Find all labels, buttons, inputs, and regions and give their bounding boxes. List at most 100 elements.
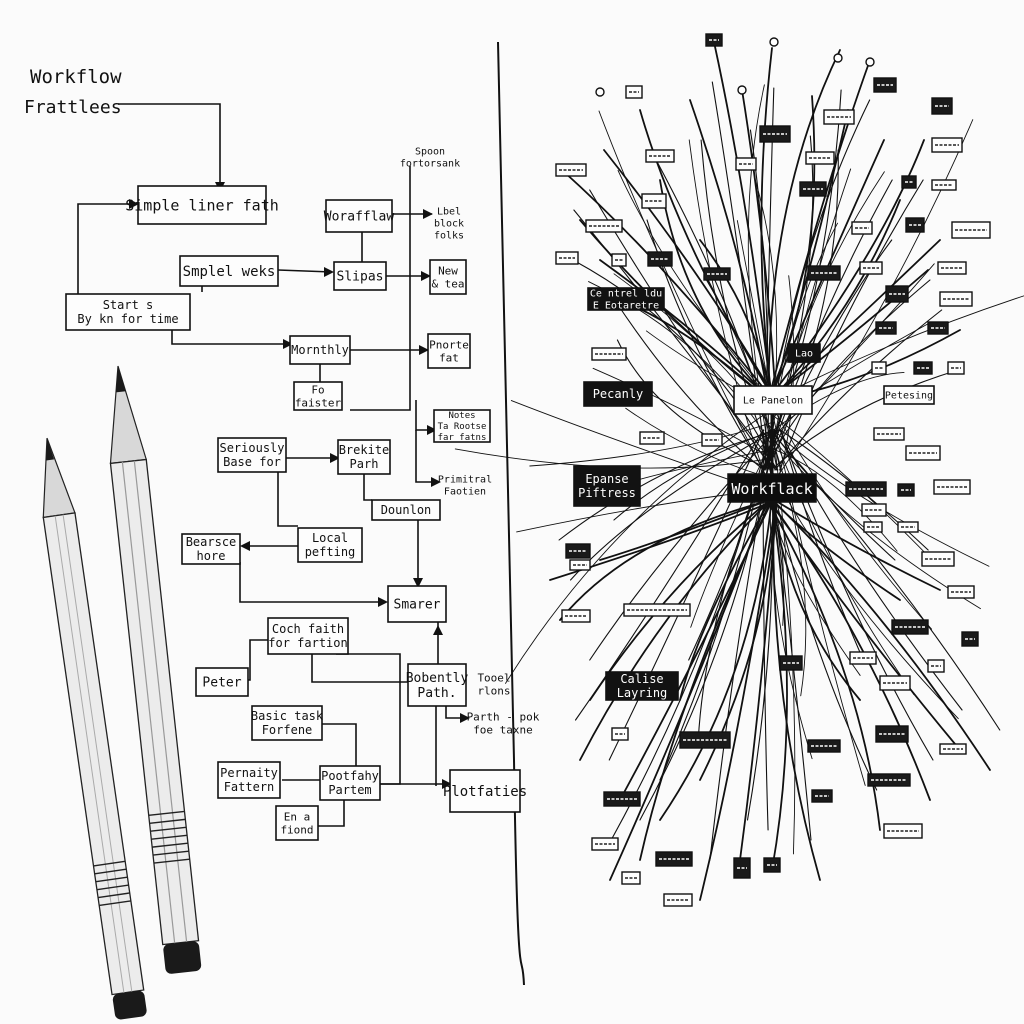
tree-leaf-box <box>947 361 965 375</box>
tree-leaf-box <box>873 427 905 441</box>
tree-branch <box>579 499 772 761</box>
tree-leaf-box <box>905 217 925 233</box>
tree-branch <box>767 149 839 471</box>
left-node-label: Fattern <box>224 780 275 794</box>
tree-branch <box>529 422 773 467</box>
left-node-label: fortorsank <box>400 159 460 170</box>
tree-branch <box>454 448 773 469</box>
tree-branch <box>599 259 772 401</box>
tree-branch <box>688 139 773 496</box>
tree-leaf-box <box>591 347 627 361</box>
left-node-label: Basic task <box>251 709 324 723</box>
left-node-monthly: Mornthly <box>289 335 351 365</box>
left-node-label: Pernaity <box>220 766 278 780</box>
tree-leaf-box <box>555 251 579 265</box>
tree-leaf-box <box>885 285 909 303</box>
tree-branch <box>613 429 775 521</box>
tree-branch <box>766 499 881 831</box>
tree-branch <box>764 279 931 471</box>
tree-leaf-box <box>823 109 855 125</box>
left-node-label: for fartion <box>268 636 347 650</box>
left-node-workflow: Worafflaw <box>324 199 394 233</box>
left-node-label: Spoon <box>415 147 445 158</box>
tree-leaf-box <box>875 321 897 335</box>
tree-branch <box>625 407 773 480</box>
left-node-label: Peter <box>202 676 241 691</box>
tree-node-label: Layring <box>617 686 668 700</box>
left-node-label: By kn for time <box>77 312 178 326</box>
left-node-platfaties: Plotfaties <box>443 769 527 813</box>
tree-branch <box>599 499 771 561</box>
tree-leaf-box <box>879 675 911 691</box>
left-node-label: Parth - pok <box>467 710 540 723</box>
left-node-simple-linear-path: Simple liner fath <box>125 185 279 225</box>
left-node-label: fiond <box>280 823 313 836</box>
tree-branch <box>573 209 779 471</box>
tree-leaf-box <box>961 631 979 647</box>
left-node-label: Smarer <box>394 598 441 613</box>
left-node-label: Forfene <box>262 723 313 737</box>
tree-branch <box>771 371 905 432</box>
tree-branch <box>659 179 772 401</box>
tree-branch <box>768 499 931 801</box>
tree-leaf-box <box>625 85 643 99</box>
left-node-label: Mornthly <box>291 343 349 357</box>
tree-branch <box>771 430 915 696</box>
tree-leaf-box <box>645 149 675 163</box>
tree-leaf-box <box>611 253 627 267</box>
tree-branch <box>616 339 773 471</box>
left-node-label: far fatns <box>438 433 487 443</box>
tree-leaf-box <box>807 739 841 753</box>
tree-leaf-box <box>647 251 673 267</box>
tree-leaf-box <box>807 265 841 281</box>
tree-branch <box>771 437 981 610</box>
left-node-new-tea: New& tea <box>429 259 467 295</box>
tree-tip <box>865 57 875 67</box>
tree-tip <box>595 87 605 97</box>
left-node-peter: Peter <box>195 667 249 697</box>
left-node-label: En a <box>284 810 311 823</box>
tree-branch <box>770 199 901 401</box>
tree-branch <box>768 239 941 401</box>
left-node-label: Dounlon <box>381 503 432 517</box>
left-node-label: faister <box>295 396 342 409</box>
tree-branch <box>713 41 773 401</box>
left-node-label: folks <box>434 231 464 242</box>
tree-leaf-box <box>937 261 967 275</box>
tree-leaf-box <box>701 433 723 447</box>
tree-branch <box>679 499 772 701</box>
tree-tip <box>769 37 779 47</box>
tree-leaf-box <box>931 137 963 153</box>
tree-tip <box>833 53 843 63</box>
left-node-label: fat <box>439 351 459 364</box>
left-node-label: Coch faith <box>272 622 344 636</box>
left-node-start-box: Start sBy kn for time <box>65 293 191 331</box>
pencil-right <box>109 365 202 974</box>
tree-node-label: Pecanly <box>593 387 644 401</box>
left-node-label: Parh <box>350 457 379 471</box>
tree-leaf-box <box>939 291 973 307</box>
tree-leaf-box <box>641 193 667 209</box>
left-node-label: Partem <box>328 783 371 797</box>
tree-leaf-box <box>947 585 975 599</box>
left-node-label: Plotfaties <box>443 784 527 800</box>
left-node-slipas: Slipas <box>333 261 387 291</box>
tree-branch <box>771 168 852 460</box>
tree-leaf-box <box>921 551 955 567</box>
tree-leaf-box <box>897 521 919 533</box>
tree-node-label: E Eotaretre <box>593 301 659 312</box>
tree-leaf-box <box>759 125 791 143</box>
tree-leaf-box <box>799 181 827 197</box>
tree-leaf-box <box>931 179 957 191</box>
left-node-label: Fo <box>311 383 324 396</box>
